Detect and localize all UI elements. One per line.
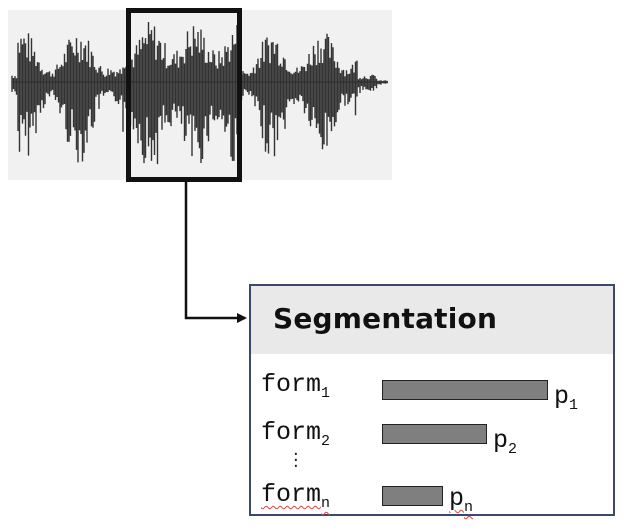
connector-line [184, 182, 247, 323]
form-label-n-sub: n [321, 495, 331, 512]
probability-label-n-sub: n [464, 499, 474, 516]
selected-audio-segment-box [126, 8, 242, 182]
form-label-2-sub: 2 [321, 433, 331, 450]
probability-bar-2 [382, 424, 487, 444]
form-label-1: form1 [261, 370, 330, 402]
form-label-1-sub: 1 [321, 385, 331, 402]
probability-label-2-base: p [493, 426, 509, 455]
ellipsis-vertical: ··· [293, 444, 299, 477]
waveform-graphic [11, 22, 388, 165]
probability-label-2-sub: 2 [508, 441, 518, 458]
segmentation-header: Segmentation [251, 286, 613, 354]
probability-label-1: p1 [554, 382, 578, 414]
form-label-2: form2 [261, 418, 330, 450]
probability-bar-1 [382, 380, 548, 400]
probability-label-n: pn [449, 484, 473, 516]
probability-bar-n [382, 486, 443, 506]
probability-label-n-base: p [449, 484, 465, 513]
segmentation-title: Segmentation [273, 302, 498, 335]
form-label-n: formn [261, 480, 330, 512]
form-label-1-base: form [261, 370, 322, 399]
form-label-2-base: form [261, 418, 322, 447]
segmentation-panel: Segmentation form1 p1 form2 p2 ··· formn… [249, 284, 615, 516]
probability-label-1-sub: 1 [569, 397, 579, 414]
probability-label-2: p2 [493, 426, 517, 458]
audio-waveform [8, 10, 392, 180]
form-label-n-base: form [261, 480, 322, 509]
probability-label-1-base: p [554, 382, 570, 411]
